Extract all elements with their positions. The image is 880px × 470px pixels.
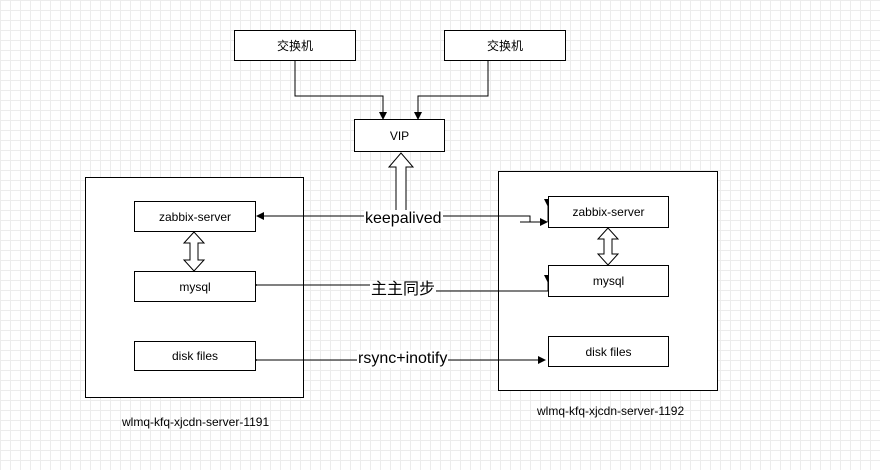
right-zabbix-server-box[interactable]: zabbix-server bbox=[548, 196, 669, 228]
server-1192-name: wlmq-kfq-xjcdn-server-1192 bbox=[537, 404, 685, 418]
left-disk-files-box[interactable]: disk files bbox=[134, 341, 256, 371]
server-1191-name: wlmq-kfq-xjcdn-server-1191 bbox=[122, 415, 270, 429]
left-zabbix-server-label: zabbix-server bbox=[158, 209, 232, 224]
switch-label-2: 交换机 bbox=[486, 39, 523, 53]
switch-label-1: 交换机 bbox=[276, 39, 313, 53]
left-mysql-box[interactable]: mysql bbox=[134, 271, 256, 302]
right-zabbix-server-label: zabbix-server bbox=[572, 205, 645, 219]
rsync-label: rsync+inotify bbox=[357, 350, 449, 368]
switch-box-1[interactable]: 交换机 bbox=[234, 30, 356, 61]
right-mysql-label: mysql bbox=[592, 274, 625, 288]
keepalived-label: keepalived bbox=[364, 210, 443, 228]
left-mysql-label: mysql bbox=[179, 279, 211, 294]
vip-box[interactable]: VIP bbox=[354, 119, 445, 152]
replication-label: 主主同步 bbox=[370, 281, 437, 299]
switch1-vip-link bbox=[291, 53, 387, 120]
right-disk-files-box[interactable]: disk files bbox=[548, 336, 669, 367]
switch-box-2[interactable]: 交换机 bbox=[444, 30, 566, 61]
left-zabbix-server-box[interactable]: zabbix-server bbox=[134, 201, 256, 232]
right-zabbix-mysql-arrow bbox=[596, 227, 620, 266]
right-mysql-box[interactable]: mysql bbox=[548, 265, 669, 297]
right-disk-files-label: disk files bbox=[585, 344, 632, 359]
switch2-vip-link bbox=[414, 53, 492, 120]
vip-label: VIP bbox=[389, 128, 410, 143]
left-disk-files-label: disk files bbox=[171, 349, 218, 363]
vip-failover-arrow bbox=[387, 152, 415, 213]
